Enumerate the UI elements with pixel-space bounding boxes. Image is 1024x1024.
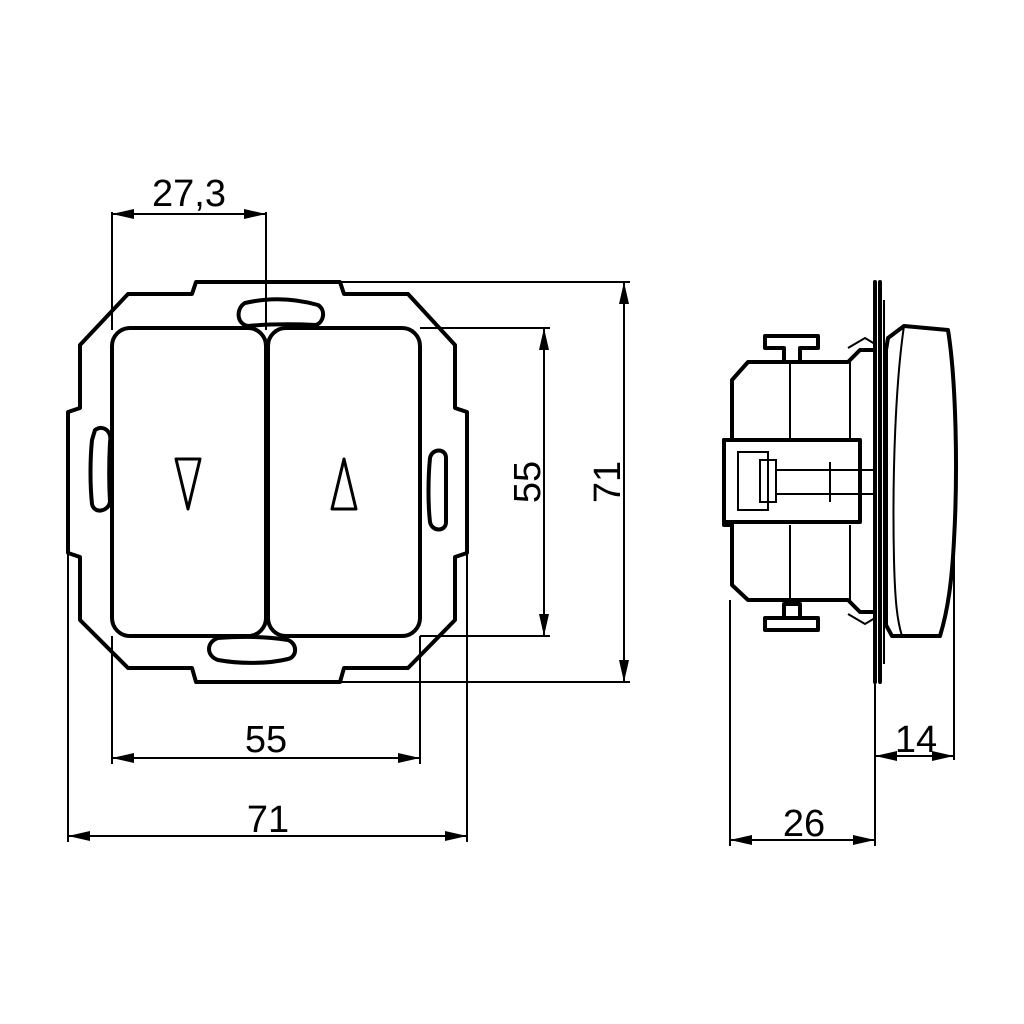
front-dimensions: 27,3 55 71 55 71 <box>67 173 630 842</box>
down-arrow-icon <box>174 457 202 511</box>
dim-frame-height: 71 <box>587 461 629 503</box>
dim-rocker-width: 55 <box>245 719 287 761</box>
side-view <box>722 280 958 684</box>
right-screw-slot <box>426 448 449 532</box>
terminal-block <box>722 438 862 524</box>
dim-depth-front: 14 <box>895 719 937 761</box>
left-rocker <box>110 326 268 638</box>
dim-depth-total: 26 <box>783 803 825 845</box>
top-screw-slot <box>236 297 325 328</box>
rocker-profile <box>884 324 958 638</box>
left-screw-slot <box>88 425 113 513</box>
bottom-claw <box>763 602 820 632</box>
up-arrow-icon <box>330 457 358 511</box>
bottom-screw-slot <box>207 634 298 665</box>
dim-top-half-width: 27,3 <box>152 173 226 215</box>
dim-frame-width: 71 <box>247 799 289 841</box>
top-claw <box>763 334 820 364</box>
front-view <box>66 280 469 684</box>
dim-rocker-height: 55 <box>507 461 549 503</box>
side-dimensions: 14 26 <box>729 540 955 846</box>
mechanism-body <box>722 348 877 614</box>
right-rocker <box>266 326 422 638</box>
